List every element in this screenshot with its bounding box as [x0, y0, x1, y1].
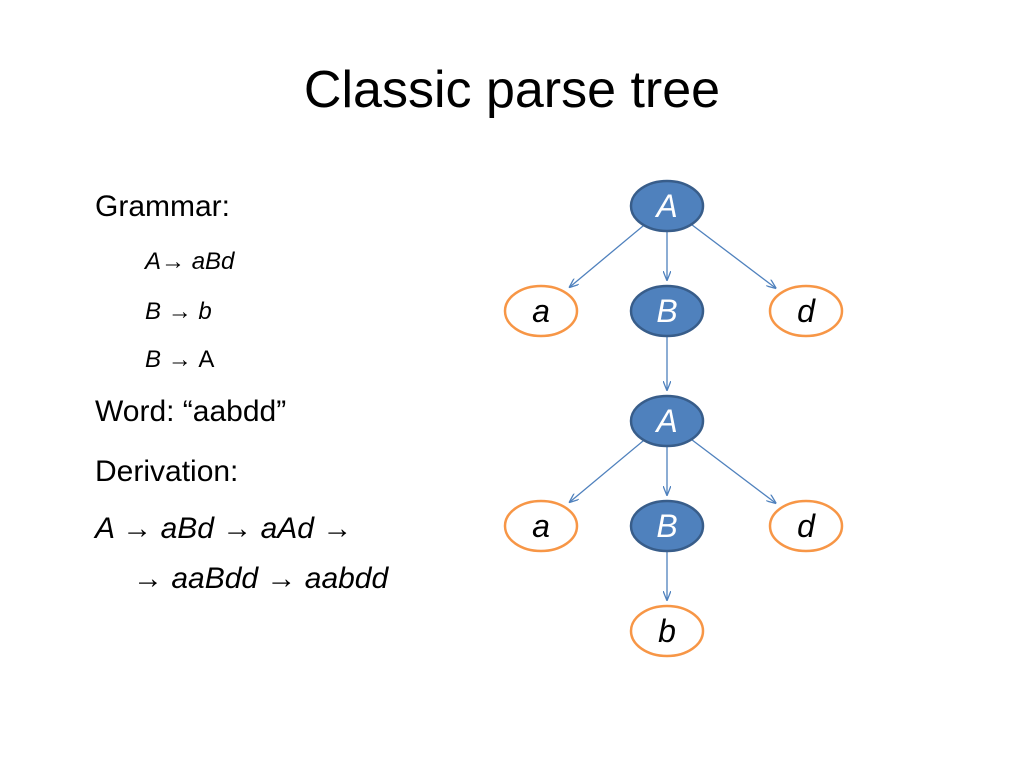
node-label: b: [658, 613, 676, 649]
node-shape: [629, 499, 705, 553]
rule-arrow: →: [161, 248, 186, 275]
terminal-node-n6: a: [503, 499, 579, 553]
rule-lhs: B: [145, 298, 162, 325]
page-title: Classic parse tree: [303, 61, 721, 119]
rule-arrow: →: [167, 298, 192, 325]
tree-edge-n1-n2: [570, 223, 646, 287]
terminal-node-n2: a: [503, 284, 579, 338]
grammar-rule-1: A→ aBd: [145, 248, 234, 276]
tree-edge-n1-n4: [689, 222, 775, 288]
derivation-heading: Derivation:: [95, 455, 239, 488]
terminal-node-n4: d: [768, 284, 844, 338]
node-shape: [629, 394, 705, 448]
tree-edge-n5-n6: [570, 438, 646, 502]
tree-edge-n5-n8: [689, 437, 775, 503]
rule-rhs: b: [198, 298, 212, 325]
node-label: a: [532, 293, 550, 329]
node-label: d: [797, 508, 816, 544]
grammar-rule-3: B → A: [145, 346, 214, 374]
node-shape: [629, 284, 705, 338]
nonterminal-node-n5: A: [629, 394, 705, 448]
terminal-node-n9: b: [629, 604, 705, 658]
node-shape: [503, 499, 579, 553]
node-shape: [629, 604, 705, 658]
node-shape: [768, 284, 844, 338]
grammar-heading: Grammar:: [95, 190, 230, 223]
nonterminal-node-n7: B: [629, 499, 705, 553]
node-shape: [768, 499, 844, 553]
node-label: a: [532, 508, 550, 544]
node-label: A: [654, 188, 677, 224]
node-label: B: [656, 293, 677, 329]
rule-rhs: aBd: [191, 248, 235, 275]
node-label: d: [797, 293, 816, 329]
derivation-line-2: → aaBdd → aabdd: [133, 562, 389, 595]
terminal-node-n8: d: [768, 499, 844, 553]
rule-lhs: A: [145, 248, 162, 275]
rule-rhs: A: [198, 346, 215, 373]
nonterminal-node-n3: B: [629, 284, 705, 338]
node-shape: [503, 284, 579, 338]
derivation-line-1: A → aBd → aAd →: [95, 512, 353, 545]
node-label: B: [656, 508, 677, 544]
grammar-rule-2: B → b: [145, 298, 212, 326]
tree-edges: [570, 222, 776, 599]
node-label: A: [654, 403, 677, 439]
nonterminal-node-n1: A: [629, 179, 705, 233]
rule-lhs: B: [145, 346, 162, 373]
rule-arrow: →: [167, 346, 192, 373]
node-shape: [629, 179, 705, 233]
word-label: Word: “aabdd”: [95, 395, 287, 428]
